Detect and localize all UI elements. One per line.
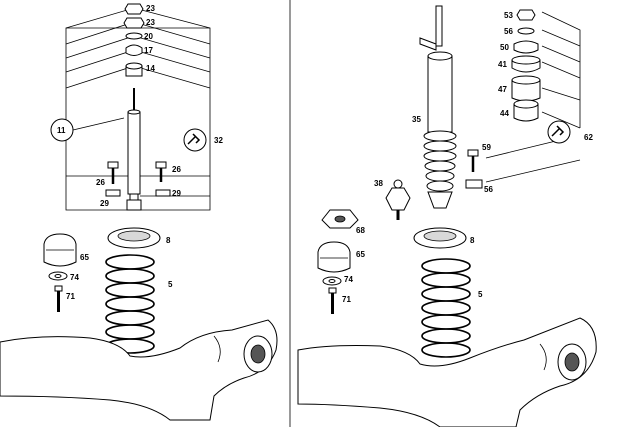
label-23: 23 bbox=[146, 18, 155, 27]
callout-wrench-32 bbox=[183, 128, 207, 152]
clip-56 bbox=[465, 179, 483, 189]
callout-wrench-62 bbox=[547, 120, 571, 144]
control-arm-left bbox=[0, 319, 278, 421]
label-53: 53 bbox=[504, 11, 513, 20]
label-65: 65 bbox=[80, 253, 89, 262]
label-41: 41 bbox=[498, 60, 507, 69]
right-assembly bbox=[297, 5, 597, 427]
label-23-top: 23 bbox=[146, 4, 155, 13]
label-29-right: 29 bbox=[172, 189, 181, 198]
clip-29-right bbox=[155, 189, 171, 197]
coil-spring-5-right bbox=[421, 258, 471, 358]
bolt-59 bbox=[467, 149, 479, 157]
right-bracket bbox=[541, 11, 581, 128]
clip-29-left bbox=[105, 189, 121, 197]
nut-53 bbox=[516, 9, 536, 21]
label-26-left: 26 bbox=[96, 178, 105, 187]
label-68: 68 bbox=[356, 226, 365, 235]
label-20: 20 bbox=[144, 32, 153, 41]
shock-absorber-35 bbox=[427, 55, 453, 133]
label-5-right: 5 bbox=[478, 290, 483, 299]
label-74: 74 bbox=[70, 273, 79, 282]
label-56: 56 bbox=[484, 185, 493, 194]
dust-boot bbox=[423, 130, 457, 209]
nut-23 bbox=[123, 17, 145, 29]
label-26-right: 26 bbox=[172, 165, 181, 174]
label-5: 5 bbox=[168, 280, 173, 289]
label-29-left: 29 bbox=[100, 199, 109, 208]
label-17: 17 bbox=[144, 46, 153, 55]
label-8-right: 8 bbox=[470, 236, 475, 245]
bolt-71-right bbox=[328, 287, 337, 294]
label-11: 11 bbox=[57, 126, 66, 135]
callout-labels: 23 23 20 17 14 11 32 26 26 29 29 8 65 74… bbox=[57, 4, 593, 304]
label-14: 14 bbox=[146, 64, 155, 73]
bolt-71 bbox=[54, 285, 63, 292]
label-38: 38 bbox=[374, 179, 383, 188]
label-35: 35 bbox=[412, 115, 421, 124]
coil-spring-5 bbox=[105, 254, 155, 354]
bushing-50 bbox=[513, 40, 539, 54]
bolt-26-left bbox=[107, 161, 119, 169]
washer-56-top bbox=[517, 27, 535, 35]
label-50: 50 bbox=[500, 43, 509, 52]
label-56-top: 56 bbox=[504, 27, 513, 36]
lower-mount bbox=[126, 199, 142, 211]
control-arm-right bbox=[297, 317, 597, 427]
label-74-right: 74 bbox=[344, 275, 353, 284]
ball-joint-38 bbox=[385, 187, 411, 211]
bump-stop-65-right bbox=[317, 241, 351, 273]
label-32: 32 bbox=[214, 136, 223, 145]
label-47: 47 bbox=[498, 85, 507, 94]
nut-23-top bbox=[124, 3, 144, 15]
shock-rod-right bbox=[435, 5, 443, 47]
label-59: 59 bbox=[482, 143, 491, 152]
washer-20 bbox=[125, 32, 143, 40]
label-71-right: 71 bbox=[342, 295, 351, 304]
bushing-17 bbox=[125, 44, 143, 56]
left-assembly bbox=[0, 3, 278, 421]
bolt-26-right bbox=[155, 161, 167, 169]
label-8: 8 bbox=[166, 236, 171, 245]
bushing-44 bbox=[513, 103, 539, 122]
label-62: 62 bbox=[584, 133, 593, 142]
label-65-right: 65 bbox=[356, 250, 365, 259]
shock-absorber-left bbox=[127, 111, 141, 195]
left-bracket-frame bbox=[65, 27, 211, 211]
label-71: 71 bbox=[66, 292, 75, 301]
label-44: 44 bbox=[500, 109, 509, 118]
